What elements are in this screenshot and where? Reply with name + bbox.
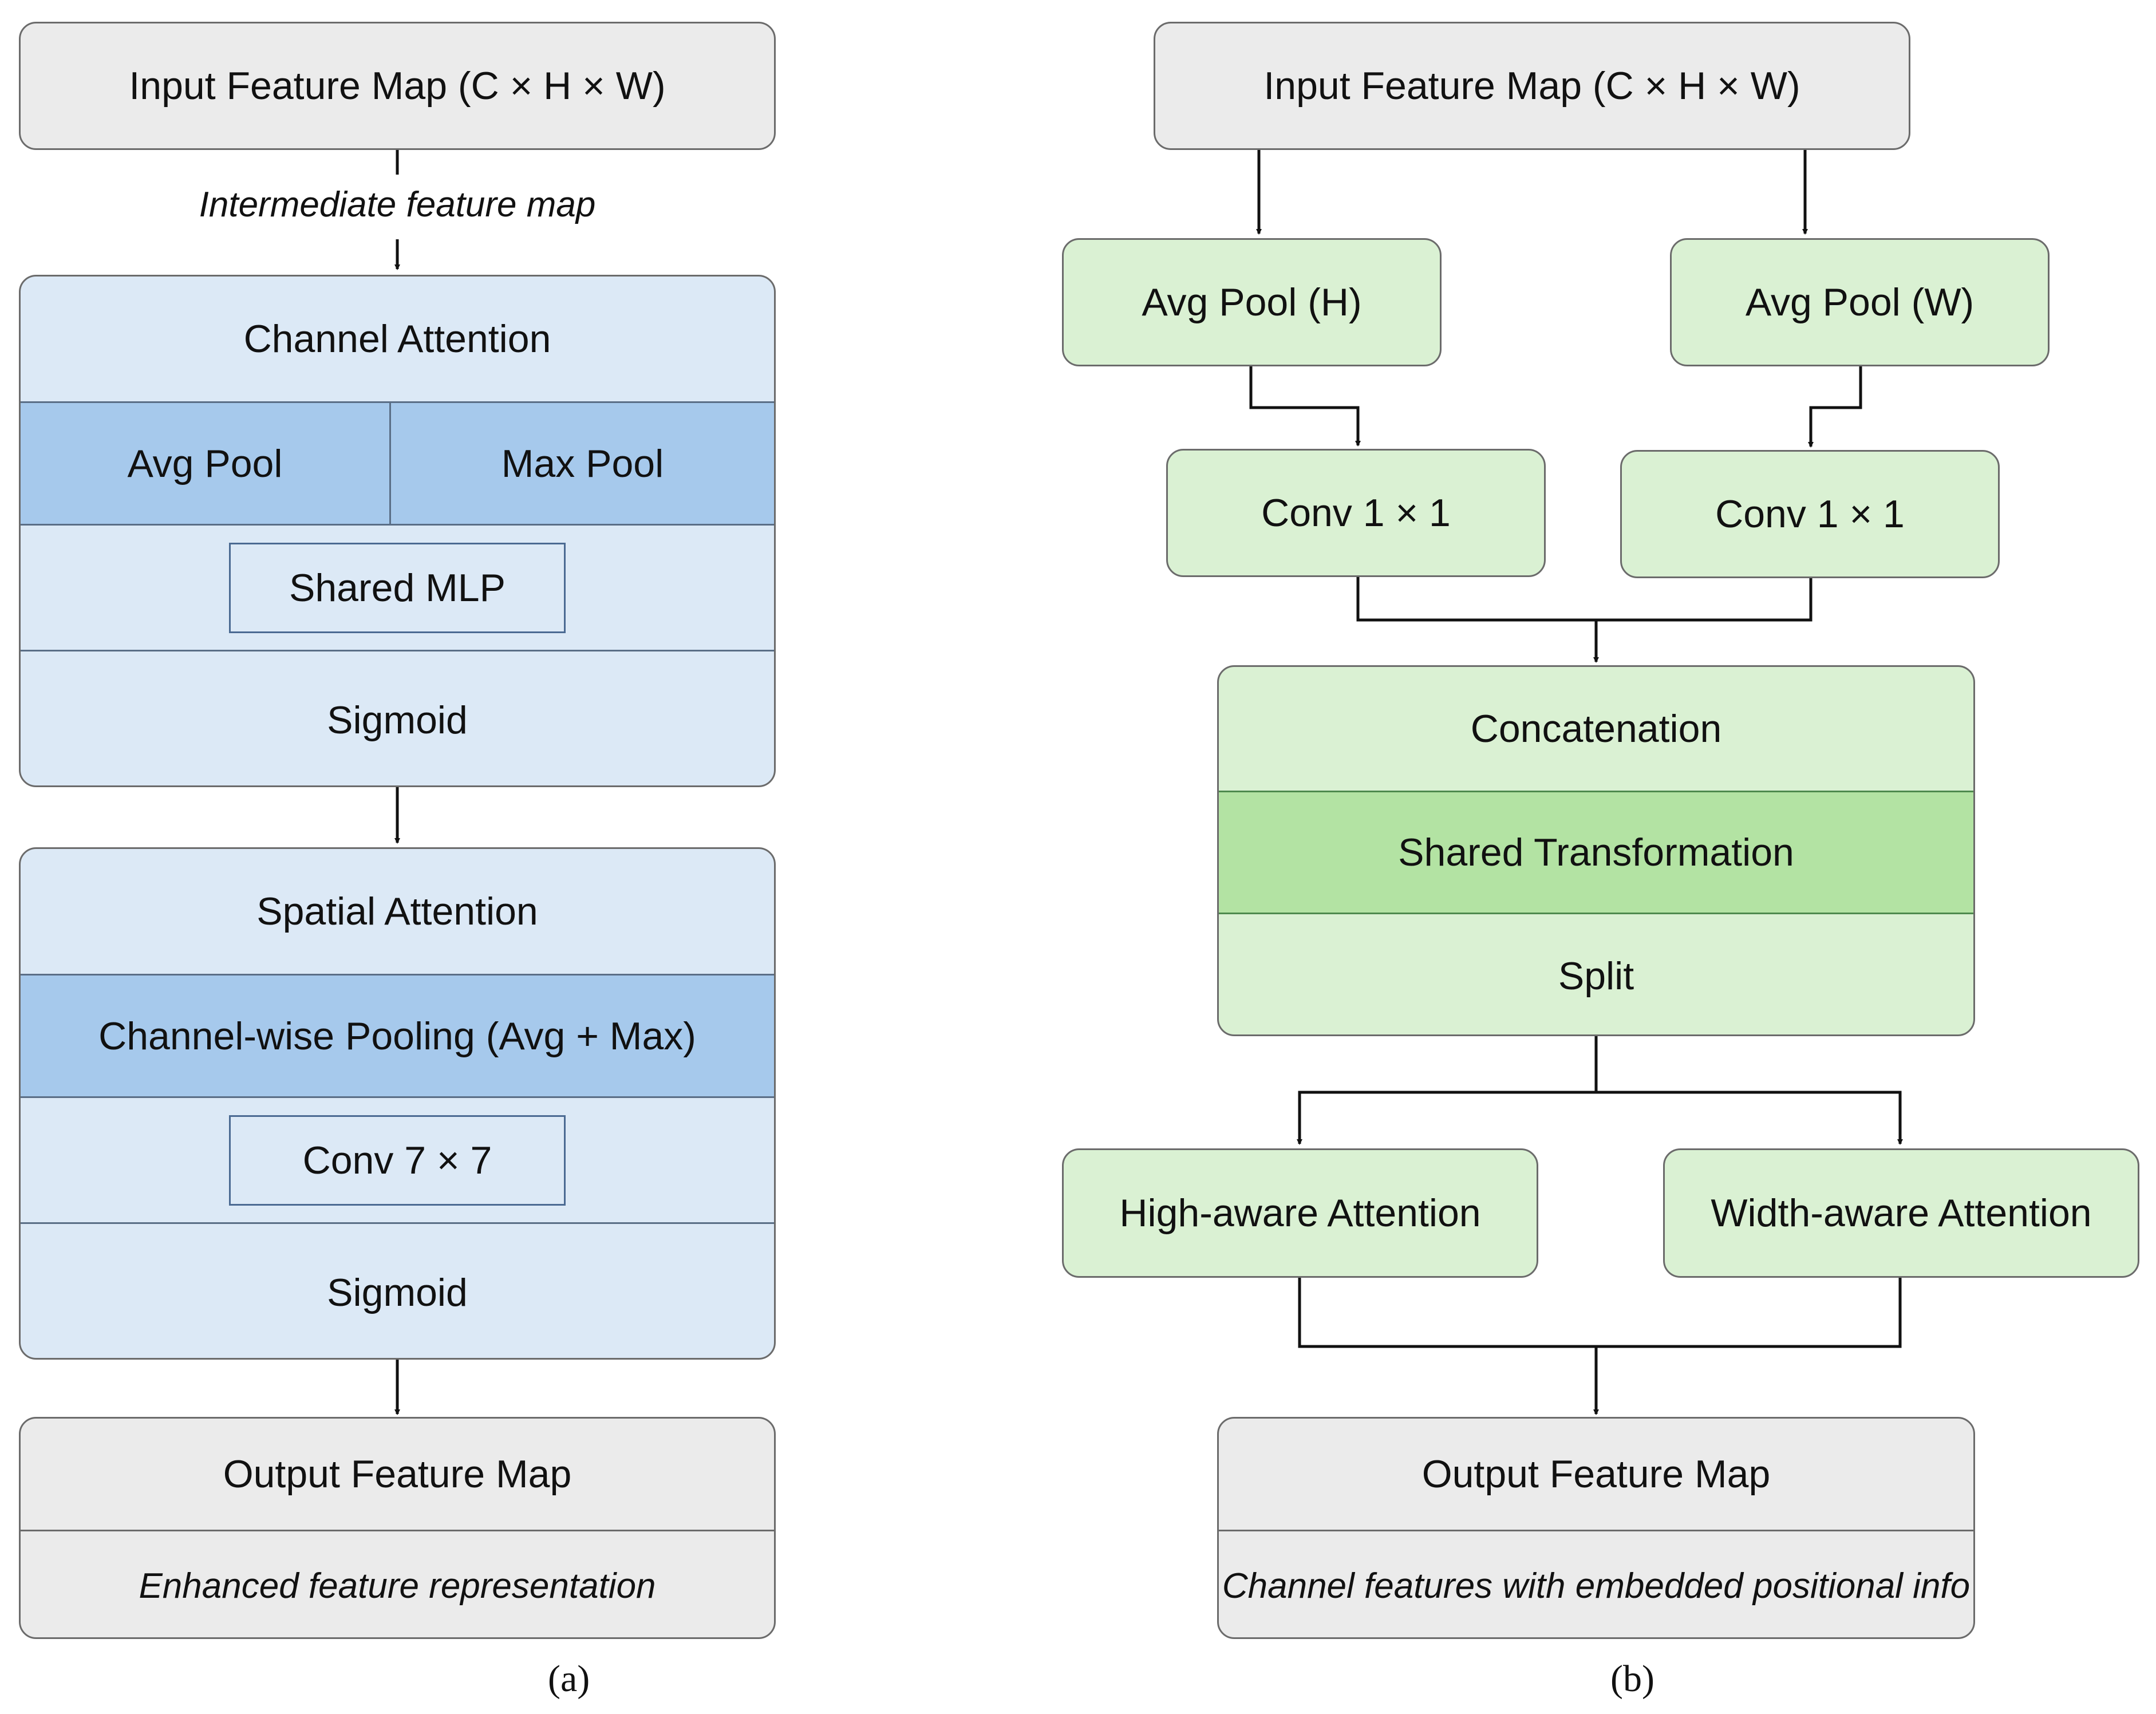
a-input-feature-map: Input Feature Map (C × H × W) xyxy=(19,22,776,150)
a-spatial-attention-title: Spatial Attention xyxy=(256,890,538,933)
b-concat-block: Concatenation Shared Transformation Spli… xyxy=(1217,665,1975,1036)
b-input-label: Input Feature Map (C × H × W) xyxy=(1263,64,1800,108)
arrow-b-avgh-to-conv xyxy=(1249,366,1361,447)
a-shared-mlp-box: Shared MLP xyxy=(229,542,566,633)
a-conv-row: Conv 7 × 7 xyxy=(21,1098,774,1222)
a-caption: (a) xyxy=(548,1658,590,1700)
a-channel-attention-title: Channel Attention xyxy=(243,317,551,361)
line-b-conv-left-down xyxy=(1356,577,1813,622)
a-mlp-row: Shared MLP xyxy=(21,526,774,650)
b-avg-pool-w: Avg Pool (W) xyxy=(1670,238,2050,366)
arrow-b-split-to-width xyxy=(1596,1091,1903,1145)
a-max-pool-label: Max Pool xyxy=(501,441,664,485)
b-width-aware-label: Width-aware Attention xyxy=(1711,1191,2092,1235)
a-channel-sigmoid: Sigmoid xyxy=(21,650,774,785)
b-input-feature-map: Input Feature Map (C × H × W) xyxy=(1154,22,1910,150)
a-channel-attention-block: Channel Attention Avg Pool Max Pool Shar… xyxy=(19,275,776,787)
a-input-label: Input Feature Map (C × H × W) xyxy=(129,64,666,108)
b-output-title: Output Feature Map xyxy=(1421,1452,1771,1496)
b-output-subtitle: Channel features with embedded positiona… xyxy=(1219,1530,1973,1637)
a-spatial-sigmoid: Sigmoid xyxy=(21,1222,774,1358)
a-spatial-attention-block: Spatial Attention Channel-wise Pooling (… xyxy=(19,847,776,1360)
b-conv-right: Conv 1 × 1 xyxy=(1620,450,2000,578)
b-caption: (b) xyxy=(1610,1658,1654,1700)
b-width-aware-attention: Width-aware Attention xyxy=(1663,1148,2139,1278)
a-avg-pool-cell: Avg Pool xyxy=(21,403,391,524)
arrow-b-avgw-to-conv xyxy=(1808,366,1862,448)
a-conv-7x7-box: Conv 7 × 7 xyxy=(229,1115,566,1206)
b-split: Split xyxy=(1558,954,1634,998)
a-output-feature-map: Output Feature Map Enhanced feature repr… xyxy=(19,1417,776,1639)
a-edge-label: Intermediate feature map xyxy=(197,184,598,225)
arrow-b-split-to-high xyxy=(1297,1091,1596,1145)
a-output-subtitle: Enhanced feature representation xyxy=(21,1530,774,1637)
b-concatenation: Concatenation xyxy=(1470,707,1722,751)
b-conv-left-label: Conv 1 × 1 xyxy=(1261,491,1451,535)
a-output-title: Output Feature Map xyxy=(223,1452,572,1496)
b-high-aware-label: High-aware Attention xyxy=(1119,1191,1481,1235)
a-channel-wise-pooling: Channel-wise Pooling (Avg + Max) xyxy=(21,974,774,1098)
b-avg-pool-h-label: Avg Pool (H) xyxy=(1142,281,1362,324)
line-b-attention-merge xyxy=(1298,1278,1902,1348)
a-max-pool-cell: Max Pool xyxy=(391,403,774,524)
b-high-aware-attention: High-aware Attention xyxy=(1062,1148,1538,1278)
b-conv-left: Conv 1 × 1 xyxy=(1166,449,1546,577)
b-avg-pool-w-label: Avg Pool (W) xyxy=(1745,281,1975,324)
b-avg-pool-h: Avg Pool (H) xyxy=(1062,238,1442,366)
b-shared-transformation: Shared Transformation xyxy=(1219,791,1973,914)
a-avg-pool-label: Avg Pool xyxy=(127,441,283,485)
b-conv-right-label: Conv 1 × 1 xyxy=(1715,492,1905,536)
b-output-feature-map: Output Feature Map Channel features with… xyxy=(1217,1417,1975,1639)
a-pool-row: Avg Pool Max Pool xyxy=(21,401,774,526)
